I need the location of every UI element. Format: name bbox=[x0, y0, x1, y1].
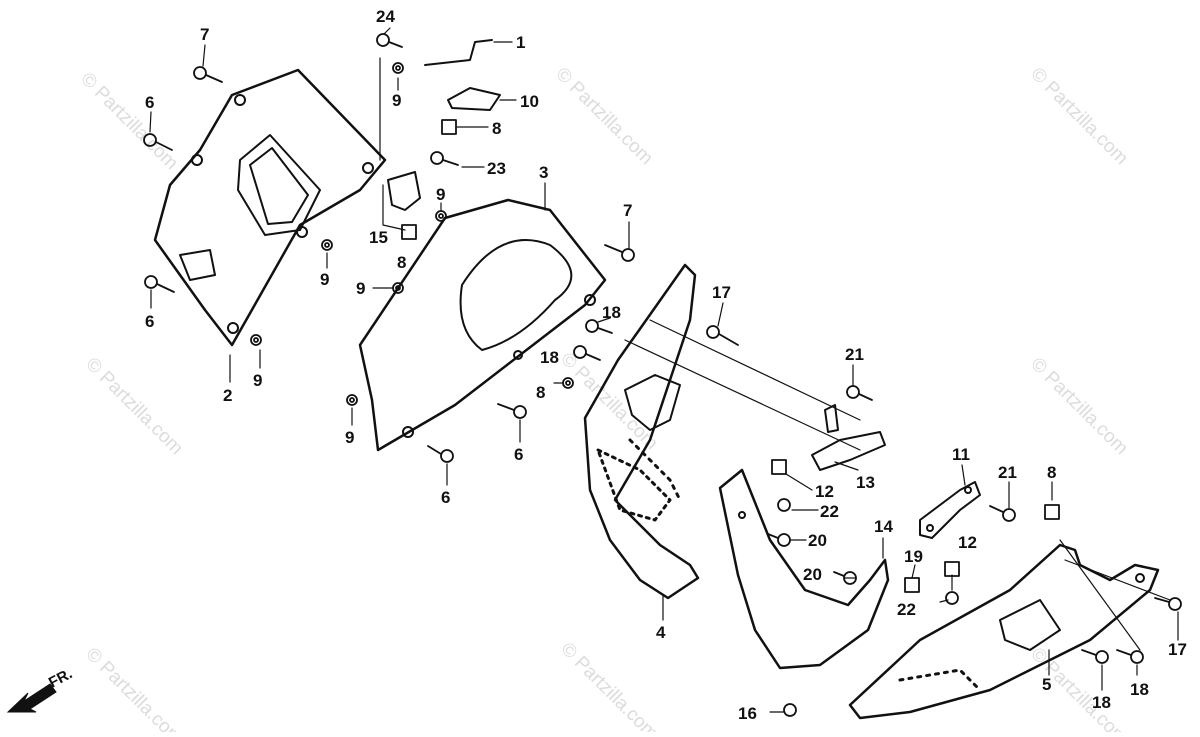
callout-7: 7 bbox=[623, 201, 632, 220]
callout-23: 23 bbox=[487, 159, 506, 178]
watermark-layer: © Partzilla.com © Partzilla.com © Partzi… bbox=[76, 64, 1131, 737]
front-direction-arrow: FR. bbox=[6, 665, 75, 713]
callout-8: 8 bbox=[536, 383, 545, 402]
callout-9: 9 bbox=[320, 270, 329, 289]
watermark: © Partzilla.com bbox=[1026, 64, 1131, 169]
callout-10: 10 bbox=[520, 92, 539, 111]
left-middle-cowl-part bbox=[153, 68, 387, 347]
watermark: © Partzilla.com bbox=[76, 69, 181, 174]
callout-18: 18 bbox=[1130, 680, 1149, 699]
callout-7: 7 bbox=[200, 25, 209, 44]
callout-9: 9 bbox=[392, 91, 401, 110]
watermark: © Partzilla.com bbox=[551, 64, 656, 169]
watermark: © Partzilla.com bbox=[556, 349, 661, 454]
callout-6: 6 bbox=[514, 445, 523, 464]
callout-4: 4 bbox=[656, 623, 666, 642]
callout-17: 17 bbox=[712, 283, 731, 302]
callout-19: 19 bbox=[904, 547, 923, 566]
arrow-icon bbox=[6, 683, 57, 713]
watermark: © Partzilla.com bbox=[81, 644, 186, 732]
callout-9: 9 bbox=[253, 371, 262, 390]
watermark: © Partzilla.com bbox=[1026, 354, 1131, 459]
callout-24: 24 bbox=[376, 7, 395, 26]
callout-12: 12 bbox=[958, 533, 977, 552]
callout-1: 1 bbox=[516, 33, 525, 52]
callout-6: 6 bbox=[441, 488, 450, 507]
callout-20: 20 bbox=[803, 565, 822, 584]
callout-9: 9 bbox=[436, 185, 445, 204]
callout-13: 13 bbox=[856, 473, 875, 492]
callout-8: 8 bbox=[1047, 463, 1056, 482]
callout-22: 22 bbox=[820, 502, 839, 521]
leader-lines bbox=[149, 27, 1179, 713]
right-under-cowl-part bbox=[848, 543, 1160, 720]
callout-2: 2 bbox=[223, 386, 232, 405]
left-under-cowl-part bbox=[583, 263, 700, 600]
callout-15: 15 bbox=[369, 228, 388, 247]
callout-8: 8 bbox=[492, 119, 501, 138]
callout-17: 17 bbox=[1168, 640, 1187, 659]
inner-under-cowl-part bbox=[718, 468, 890, 670]
callout-9: 9 bbox=[345, 428, 354, 447]
callout-21: 21 bbox=[998, 463, 1017, 482]
callout-14: 14 bbox=[874, 517, 893, 536]
small-brackets bbox=[387, 39, 501, 211]
callout-22: 22 bbox=[897, 600, 916, 619]
callout-8: 8 bbox=[397, 253, 406, 272]
callout-layer: 24 1 7 10 8 9 6 23 9 3 7 15 8 9 9 6 17 1… bbox=[145, 7, 1187, 723]
stay-part bbox=[919, 481, 981, 539]
callout-18: 18 bbox=[540, 348, 559, 367]
callout-18: 18 bbox=[602, 303, 621, 322]
callout-20: 20 bbox=[808, 531, 827, 550]
callout-21: 21 bbox=[845, 345, 864, 364]
callout-18: 18 bbox=[1092, 693, 1111, 712]
callout-9: 9 bbox=[356, 279, 365, 298]
callout-11: 11 bbox=[952, 445, 970, 464]
callout-16: 16 bbox=[738, 704, 757, 723]
callout-5: 5 bbox=[1042, 675, 1051, 694]
callout-6: 6 bbox=[145, 93, 154, 112]
watermark: © Partzilla.com bbox=[556, 639, 661, 732]
callout-6: 6 bbox=[145, 312, 154, 331]
callout-3: 3 bbox=[539, 163, 548, 182]
callout-12: 12 bbox=[815, 482, 834, 501]
watermark: © Partzilla.com bbox=[81, 354, 186, 459]
fasteners bbox=[143, 33, 1182, 717]
right-middle-cowl-part bbox=[358, 198, 607, 452]
